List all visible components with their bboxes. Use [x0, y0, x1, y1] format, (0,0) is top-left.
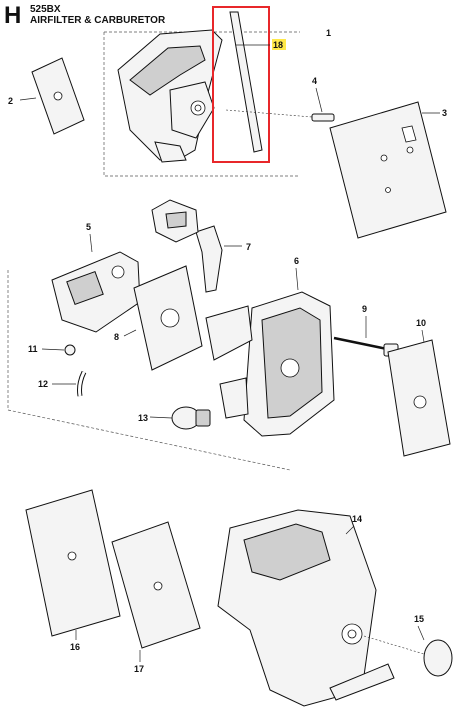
diagram-title: AIRFILTER & CARBURETOR — [30, 15, 166, 26]
callout-5: 5 — [86, 222, 91, 232]
part-7-bracket — [195, 225, 242, 293]
part-1-cover-assembly — [117, 29, 223, 163]
model-name: 525BX — [30, 4, 61, 15]
callout-16: 16 — [70, 642, 80, 652]
callout-15: 15 — [414, 614, 424, 624]
callout-9: 9 — [362, 304, 367, 314]
part-14-cover — [217, 509, 395, 707]
part-2-gasket — [19, 57, 85, 135]
callout-7: 7 — [246, 242, 251, 252]
callout-1: 1 — [326, 28, 331, 38]
section-letter: H — [4, 2, 22, 29]
part-9-bolt — [333, 316, 399, 357]
label-18-background — [272, 39, 286, 50]
part-6-filter-housing — [205, 267, 335, 437]
callout-14: 14 — [352, 514, 362, 524]
part-baffle — [151, 199, 199, 243]
part-8-gasket — [123, 265, 203, 371]
part-13-primer-bulb — [149, 406, 211, 430]
part-3-plate — [329, 101, 447, 239]
callout-13: 13 — [138, 413, 148, 423]
callout-6: 6 — [294, 256, 299, 266]
callout-18: 18 — [273, 40, 283, 50]
callout-4: 4 — [312, 76, 317, 86]
group-box-middle — [7, 270, 291, 471]
callout-10: 10 — [416, 318, 426, 328]
part-18-highlighted — [212, 6, 286, 163]
part-16-plate — [25, 489, 121, 640]
highlight-box — [212, 6, 270, 163]
part-17-filter-element — [111, 521, 201, 662]
callout-11: 11 — [28, 344, 38, 354]
callout-3: 3 — [442, 108, 447, 118]
part-4-screw — [225, 87, 335, 122]
callout-17: 17 — [134, 664, 144, 674]
callout-12: 12 — [38, 379, 48, 389]
part-10-filter — [387, 329, 451, 457]
callout-8: 8 — [114, 332, 119, 342]
part-15-knob — [363, 625, 453, 677]
group-box-top — [103, 32, 300, 177]
part-5-carburetor — [51, 233, 141, 333]
part-11-clip — [41, 344, 76, 356]
callout-2: 2 — [8, 96, 13, 106]
part-12-hose — [52, 370, 87, 397]
